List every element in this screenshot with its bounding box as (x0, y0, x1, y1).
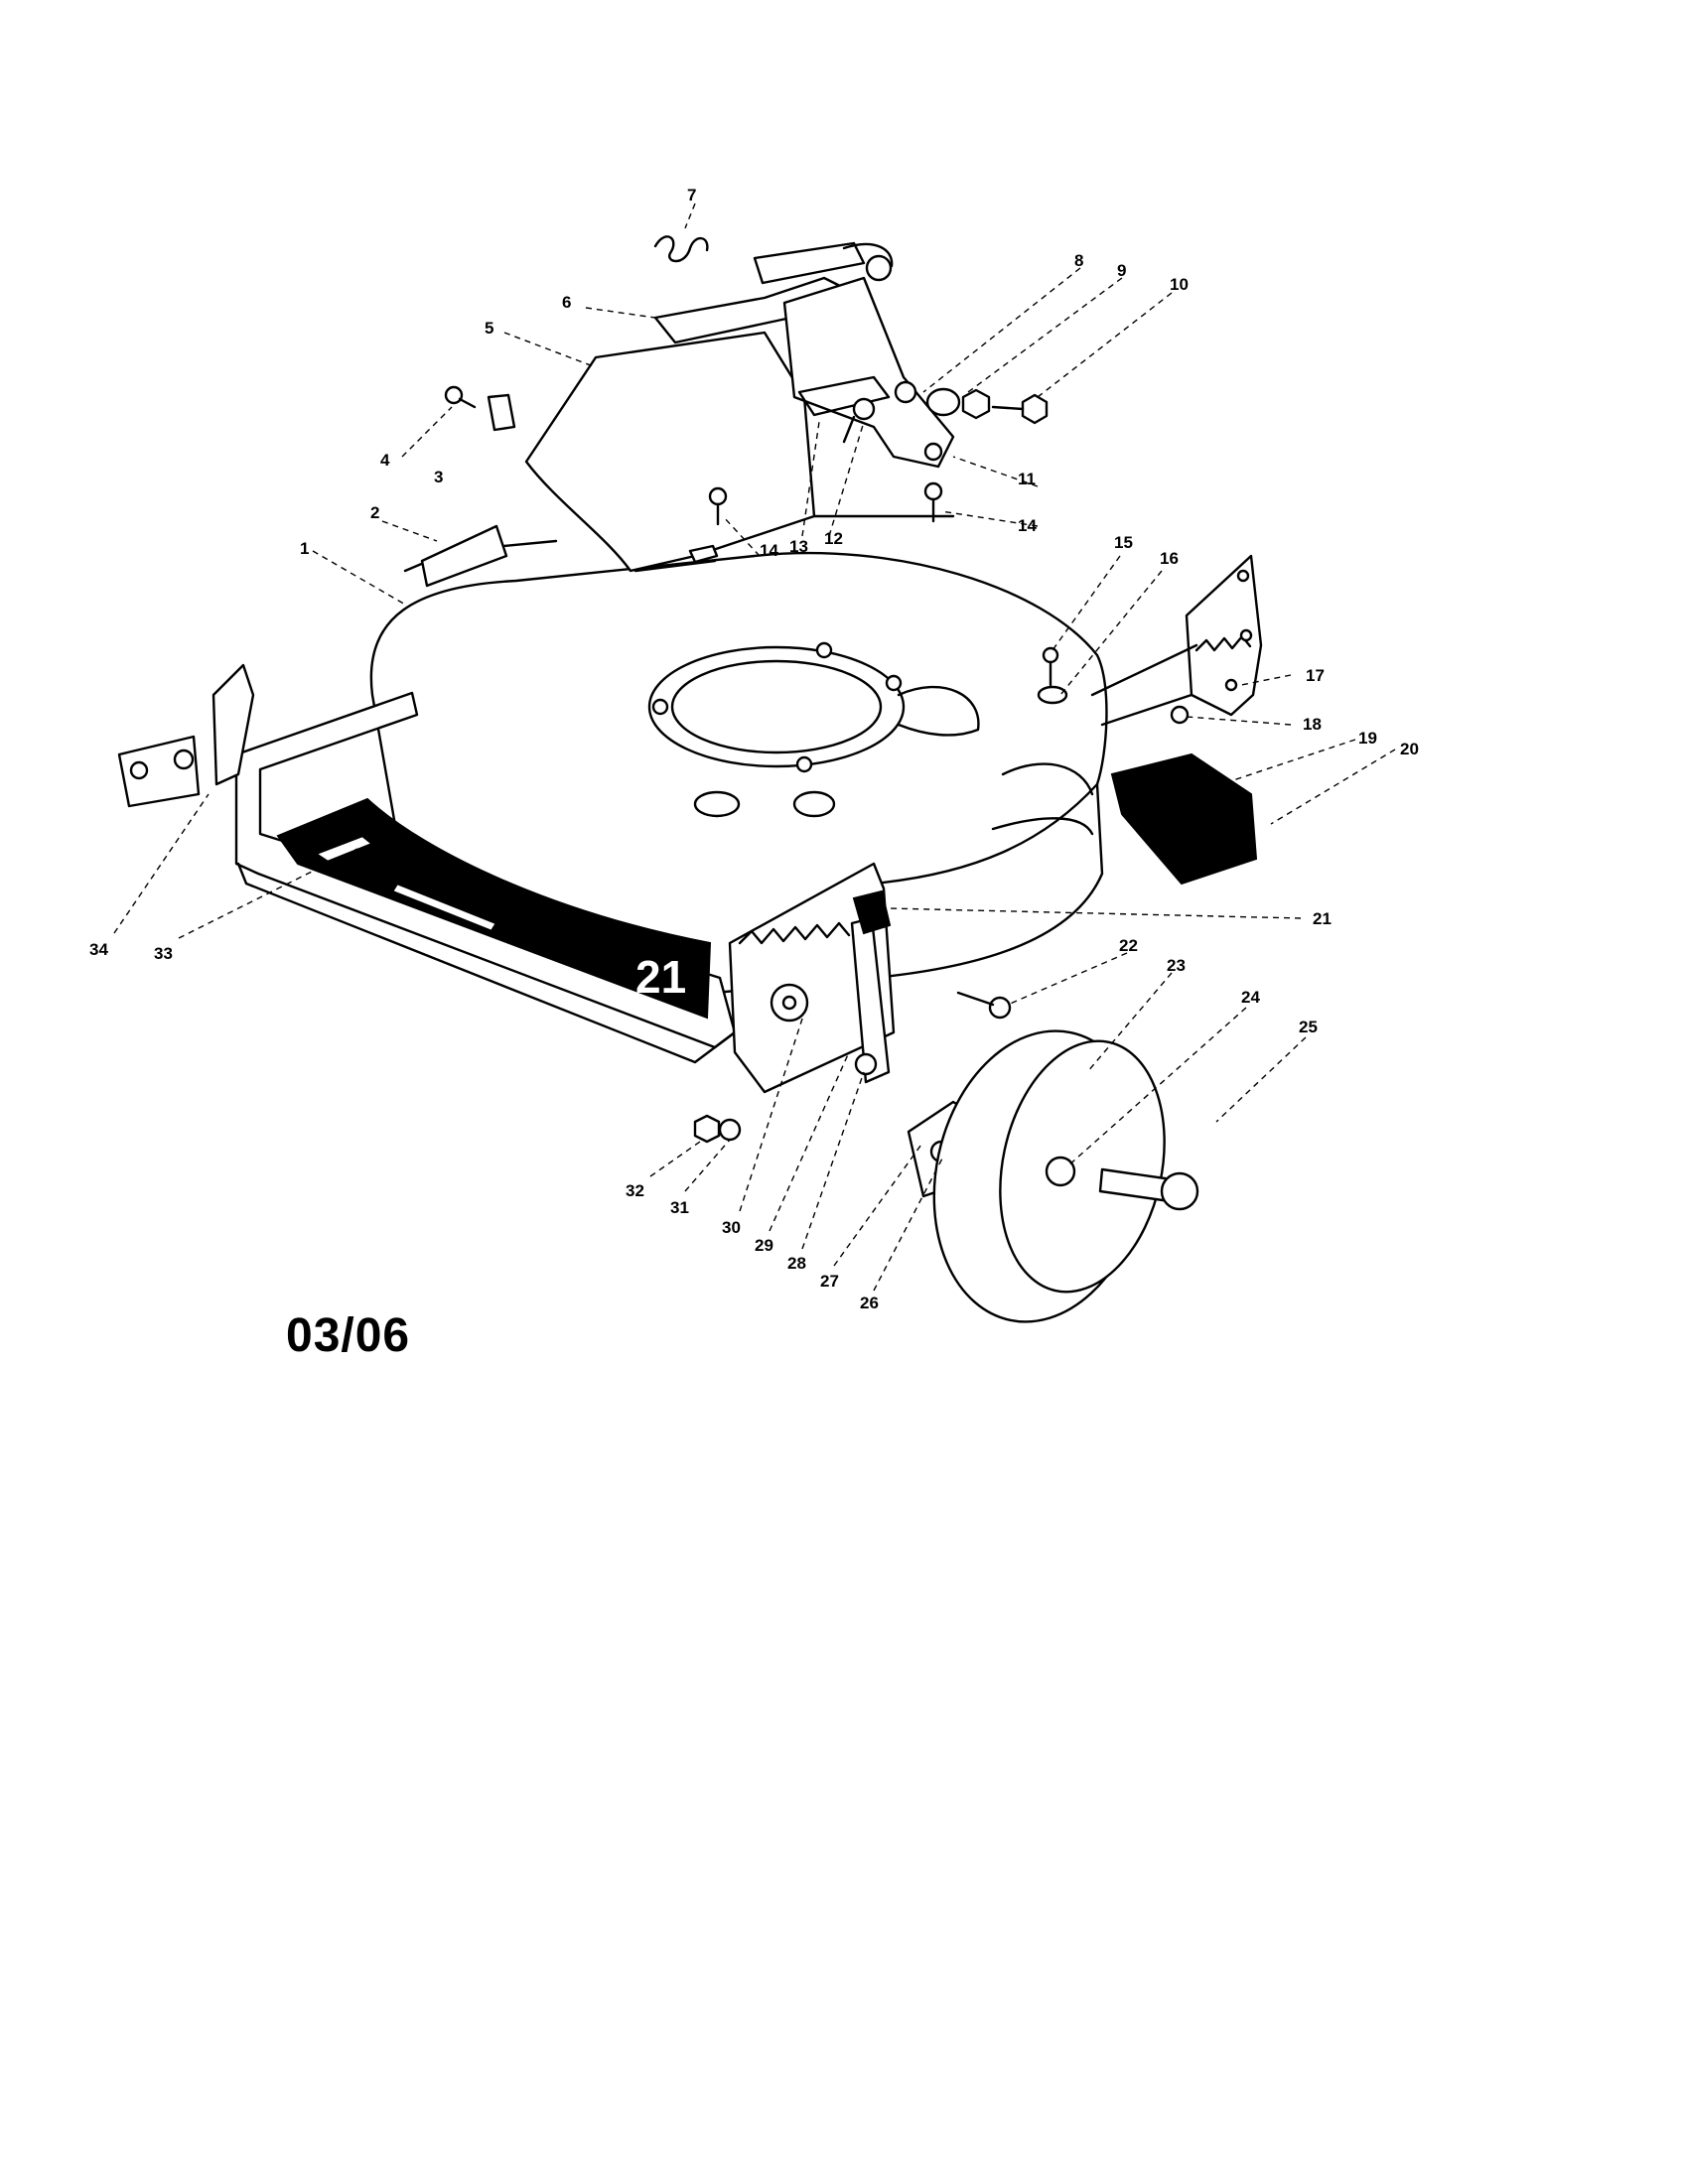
callout-13: 13 (789, 537, 808, 556)
callout-22: 22 (1119, 936, 1138, 955)
callout-14a: 14 (760, 541, 778, 560)
callout-30: 30 (722, 1218, 741, 1237)
callout-labels: 1 2 3 4 5 6 7 8 9 10 11 12 13 14 14 15 1… (89, 186, 1419, 1312)
callout-29: 29 (755, 1236, 773, 1255)
handle-bracket (653, 241, 955, 469)
callout-9: 9 (1117, 261, 1126, 280)
deck-housing (369, 551, 1108, 995)
callout-11: 11 (1018, 470, 1036, 488)
callout-12: 12 (824, 529, 843, 548)
diagram-code: 03/06 (286, 1309, 411, 1362)
callout-33: 33 (154, 944, 173, 963)
discharge-chute (403, 331, 955, 588)
callout-32: 32 (626, 1181, 644, 1200)
callout-28: 28 (787, 1254, 806, 1273)
callout-20: 20 (1400, 740, 1419, 758)
callout-27: 27 (820, 1272, 839, 1291)
callout-6: 6 (562, 293, 571, 312)
callout-16: 16 (1160, 549, 1179, 568)
rear-left-bracket (117, 663, 255, 808)
callout-10: 10 (1170, 275, 1189, 294)
callout-14b: 14 (1018, 516, 1037, 535)
callout-3: 3 (434, 468, 443, 486)
callout-25: 25 (1299, 1018, 1318, 1036)
callout-24: 24 (1241, 988, 1260, 1007)
callout-5: 5 (485, 319, 493, 338)
callout-17: 17 (1306, 666, 1325, 685)
callout-31: 31 (670, 1198, 689, 1217)
rear-skirt-flap (1110, 752, 1258, 886)
callout-8: 8 (1074, 251, 1083, 270)
callout-19: 19 (1358, 729, 1377, 748)
callout-15: 15 (1114, 533, 1133, 552)
callout-2: 2 (370, 503, 379, 522)
callout-1: 1 (300, 539, 309, 558)
leader-lines (113, 203, 1396, 1292)
hardware-fasteners (444, 235, 1068, 1144)
callout-7: 7 (687, 186, 696, 205)
front-height-bracket (728, 862, 896, 1094)
wheel-assembly (907, 1029, 1199, 1323)
callout-34: 34 (89, 940, 108, 959)
rear-right-bracket (1090, 554, 1263, 727)
callout-26: 26 (860, 1294, 879, 1312)
front-skirt: 21 (234, 691, 737, 1064)
deck-size-mark: 21 (635, 951, 686, 1003)
callout-18: 18 (1303, 715, 1322, 734)
callout-4: 4 (380, 451, 390, 470)
callout-21: 21 (1313, 909, 1332, 928)
callout-23: 23 (1167, 956, 1186, 975)
